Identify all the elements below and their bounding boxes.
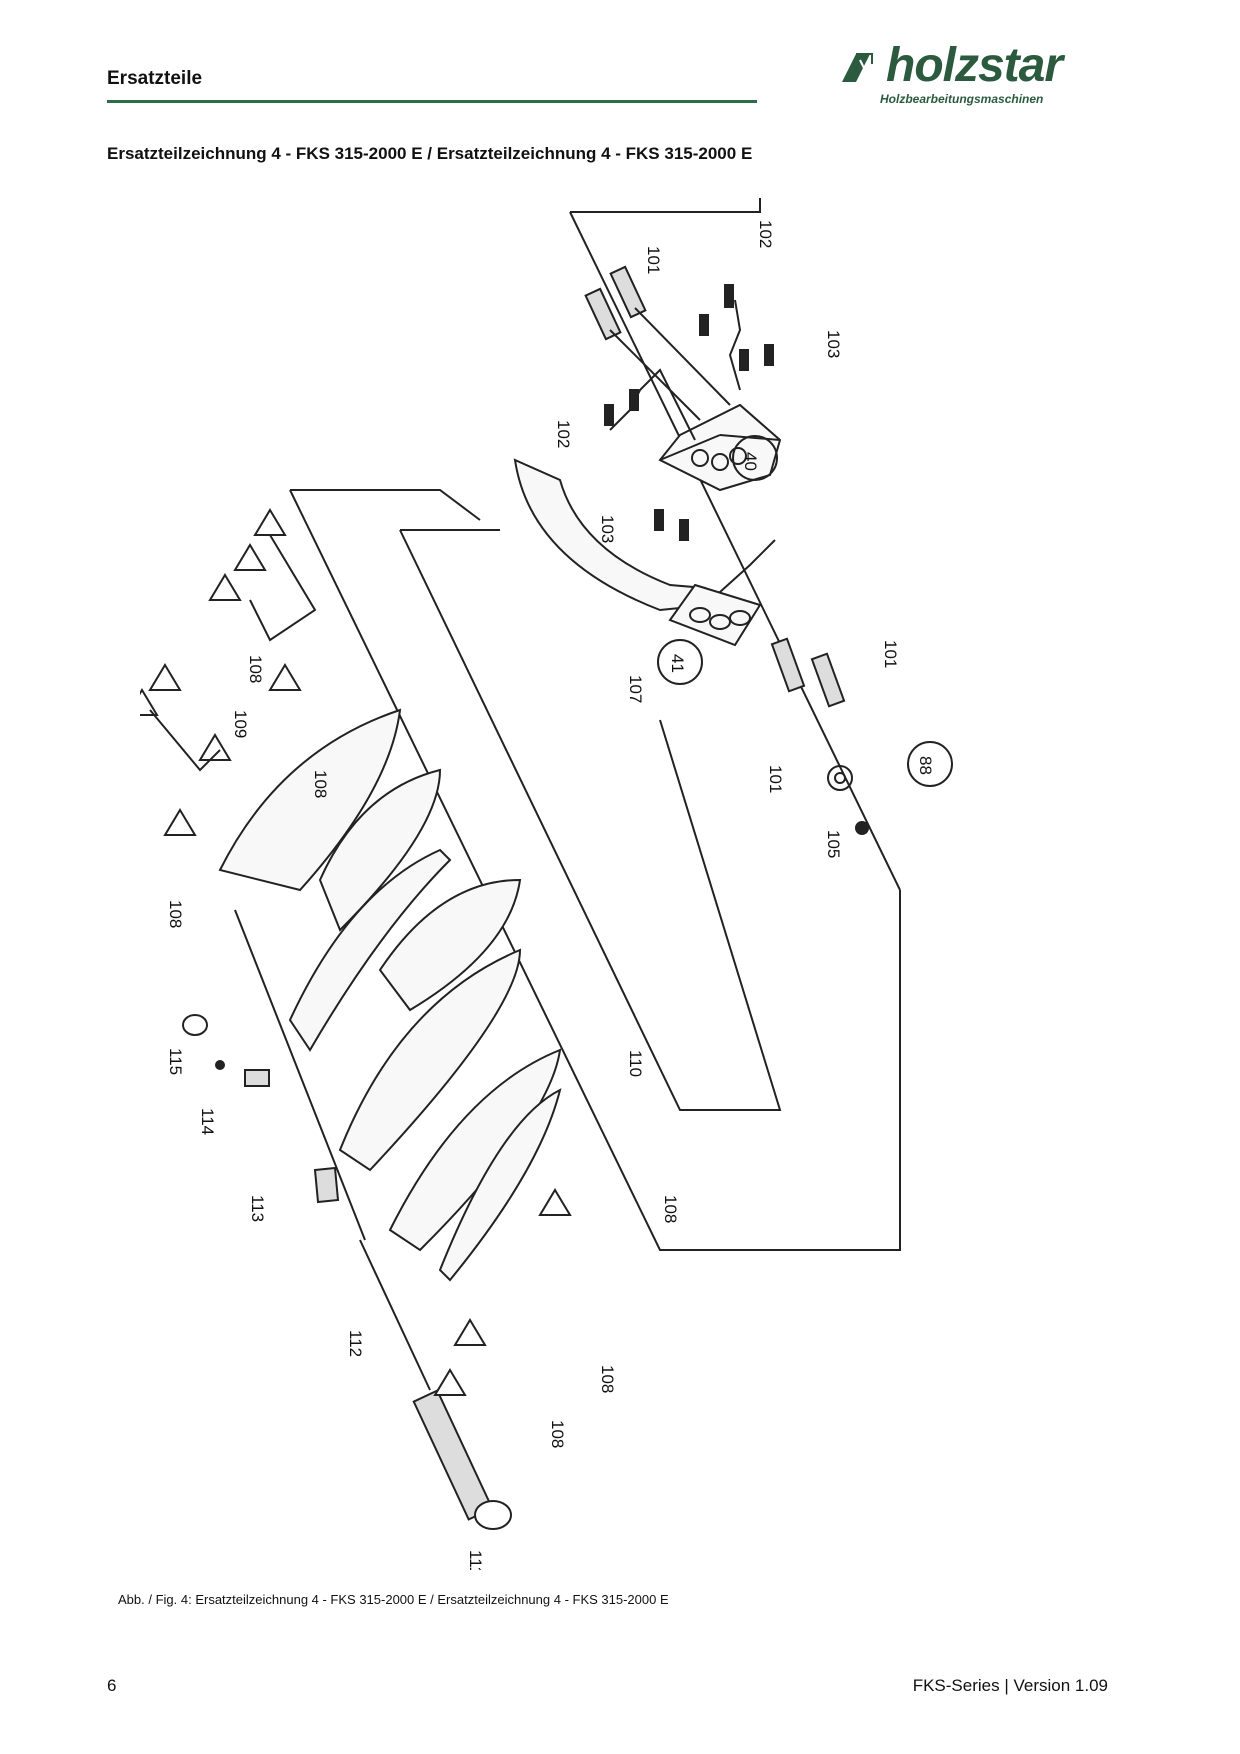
callout-108: 108 [661,1195,680,1223]
callout-circle-88 [907,741,953,787]
callout-115: 115 [166,1048,185,1075]
screw-101-shape [770,637,806,693]
screw-101-shape [584,287,622,341]
callout-109: 109 [231,710,250,738]
callout-108: 108 [166,900,185,928]
callout-108: 108 [598,1365,617,1393]
block-40-shape [658,403,782,492]
holzstar-logo: holzstar Holzbearbeitungsmaschinen [838,39,1120,108]
footer-version: FKS-Series | Version 1.09 [912,1676,1108,1695]
exploded-parts-drawing: 101 102 103 102 103 40 107 41 101 101 88… [140,198,953,1570]
callout-102: 102 [756,220,775,248]
part-113-shape [313,1166,340,1204]
callout-113: 113 [248,1195,267,1222]
nut-shape [855,821,869,835]
section-title: Ersatzteilzeichnung 4 - FKS 315-2000 E /… [107,144,753,163]
callout-circle-40 [732,435,778,481]
bracket-line [289,489,901,1251]
callout-40: 40 [741,452,760,471]
bracket-line [290,489,481,521]
logo-mark-icon [842,53,873,82]
screw-101-shape [609,265,647,319]
axle-111-shape [412,1389,494,1521]
callout-103: 103 [598,515,617,543]
callout-108: 108 [311,770,330,798]
callout-108: 108 [548,1420,567,1448]
header-rule [107,100,757,103]
header-title: Ersatzteile [107,68,203,89]
page-number: 6 [107,1676,117,1695]
blade-shape [338,948,522,1172]
washer-105-shape [827,765,853,791]
callout-101: 101 [644,246,663,274]
callout-111: 111 [466,1550,485,1570]
callout-41: 41 [668,654,687,673]
part-114-shape [244,1069,270,1087]
blade-shape [318,768,442,932]
screw-101-shape [810,652,846,708]
callout-102: 102 [554,420,573,448]
bracket-line [569,211,901,891]
bracket-line [399,529,782,1111]
blade-shape [288,848,452,1052]
callout-108: 108 [246,655,265,683]
part-115-shape [182,1014,208,1036]
callout-114: 114 [198,1108,217,1135]
logo-subtitle: Holzbearbeitungsmaschinen [880,92,1044,106]
callout-circle-41 [657,639,703,685]
blade-shape [378,878,522,1012]
callout-107: 107 [626,675,645,703]
callout-105: 105 [824,830,843,858]
logo-wordmark: holzstar [886,39,1063,92]
bracket-line [570,198,761,213]
figure-caption: Abb. / Fig. 4: Ersatzteilzeichnung 4 - F… [118,1592,669,1607]
callout-101: 101 [766,765,785,793]
callout-101: 101 [881,640,900,668]
callout-88: 88 [916,756,935,775]
blade-shape [438,1088,562,1282]
callout-110: 110 [626,1050,645,1077]
callout-103: 103 [824,330,843,358]
callout-112: 112 [346,1330,365,1357]
